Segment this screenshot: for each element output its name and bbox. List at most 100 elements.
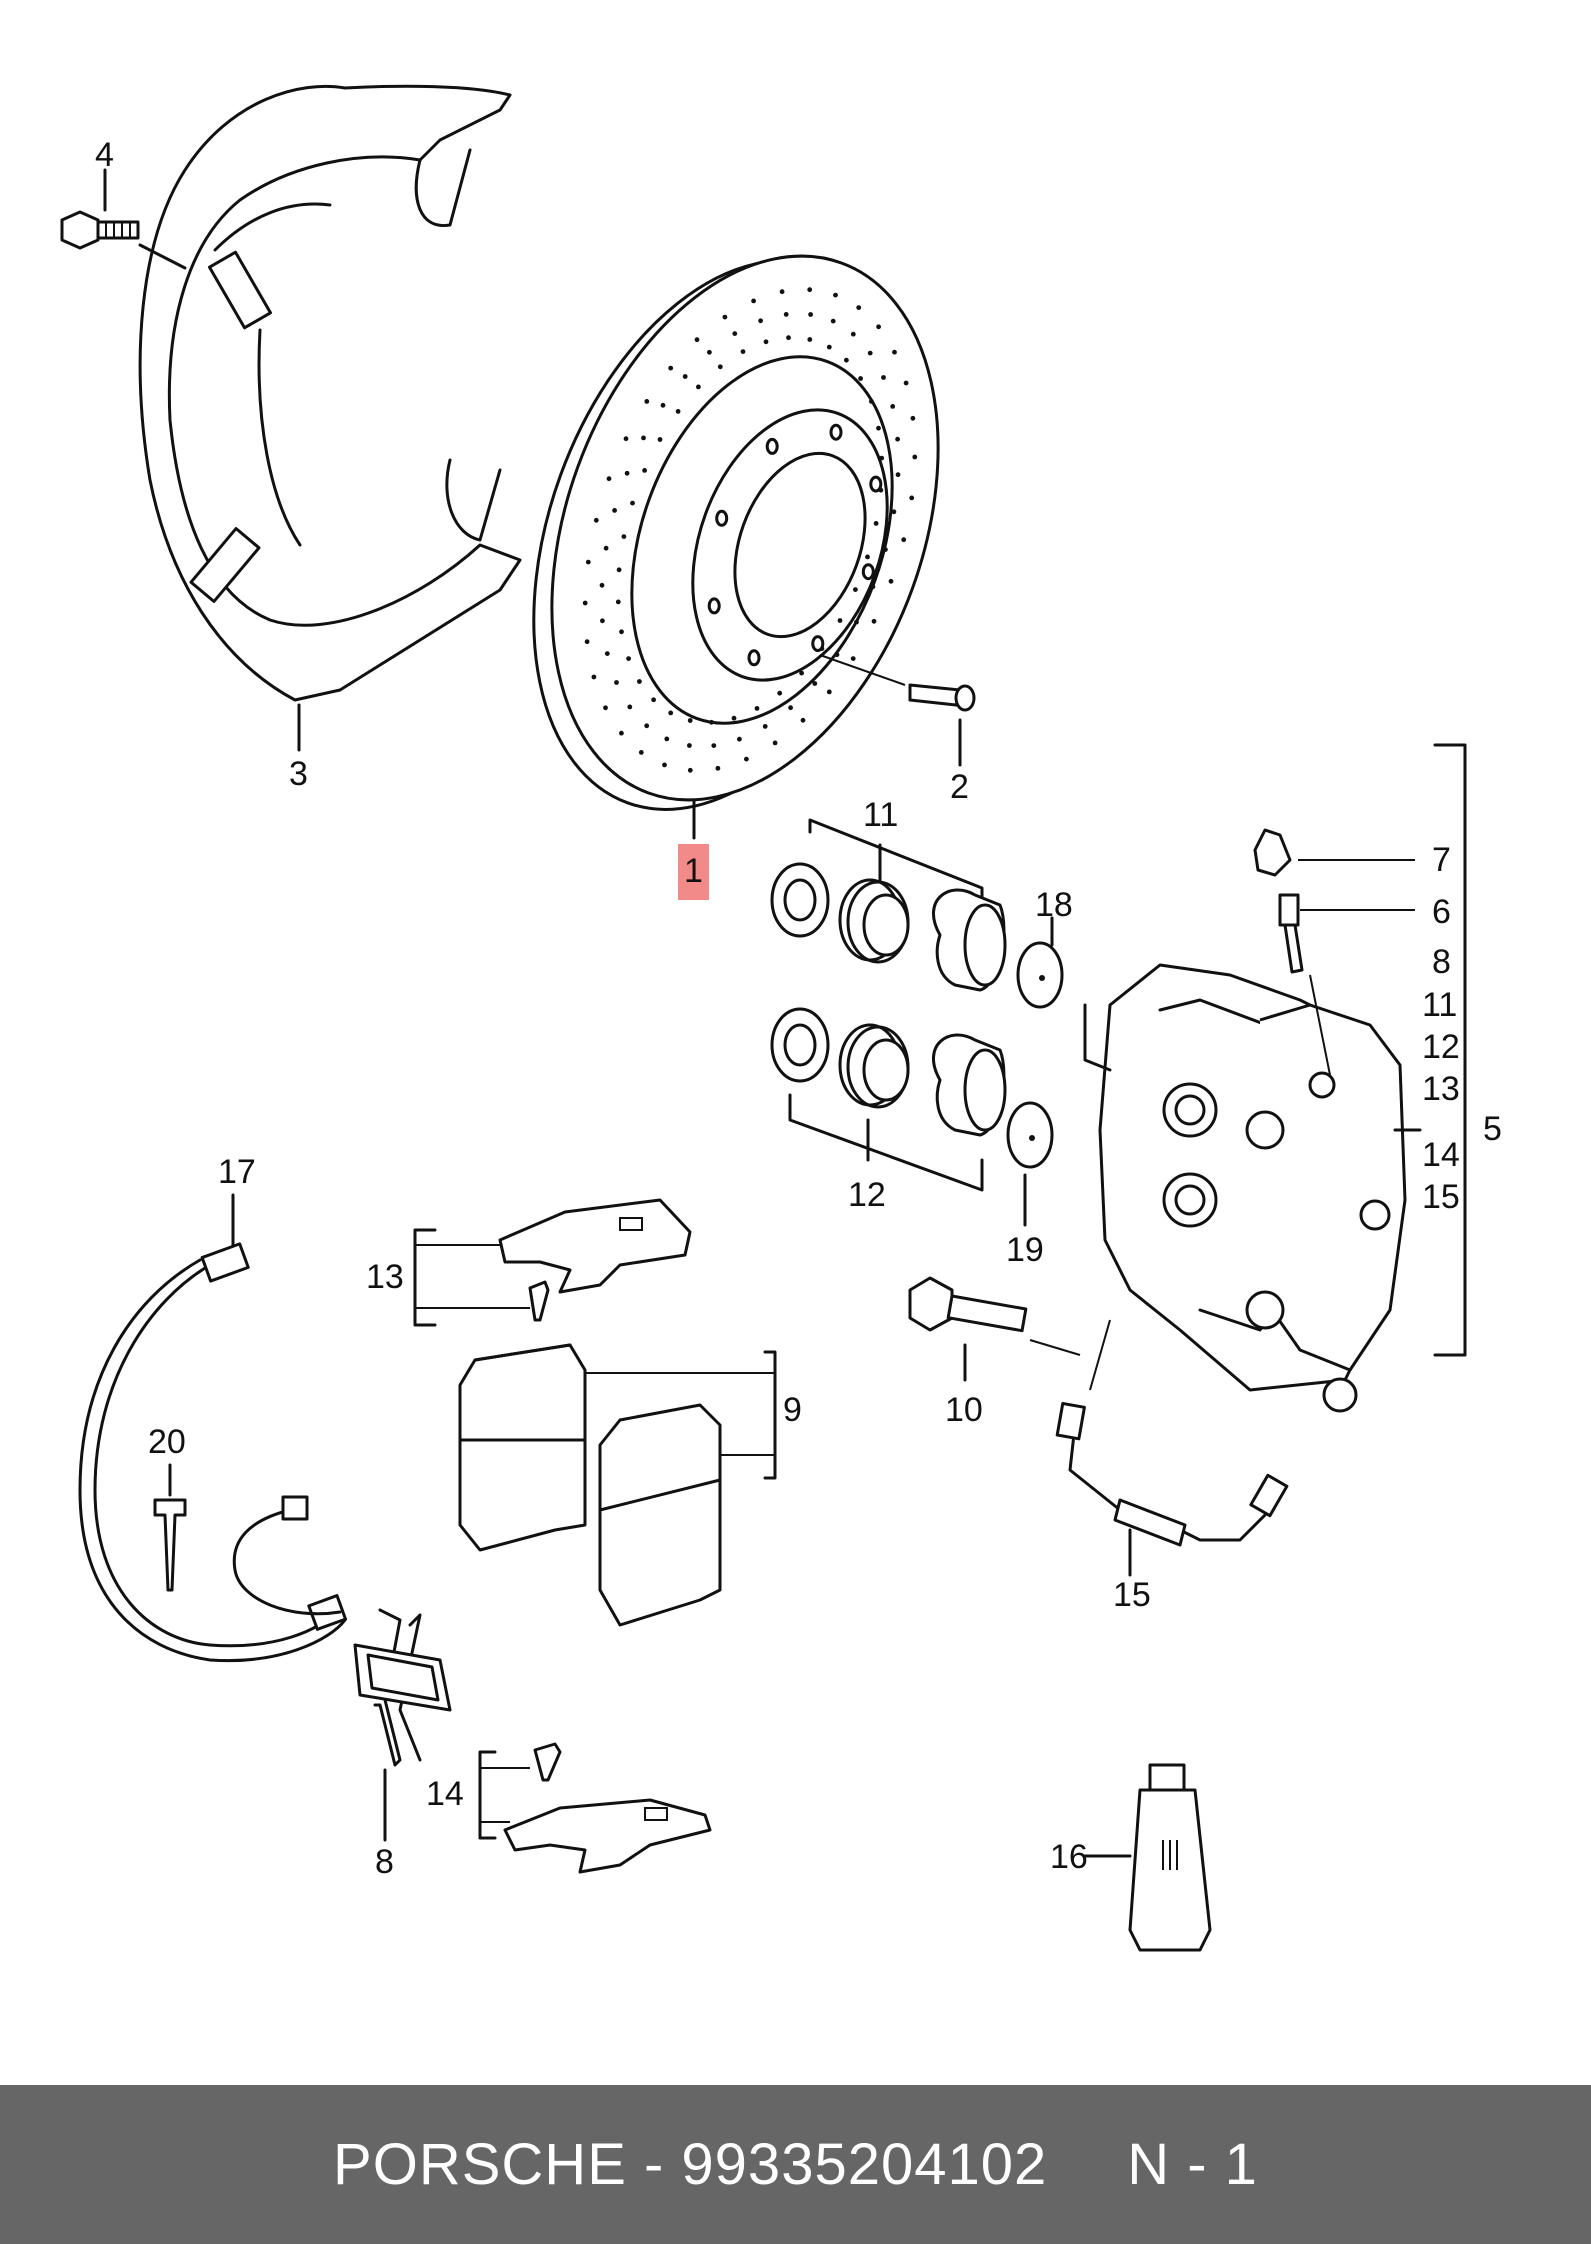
- drill-hole: [696, 384, 701, 390]
- dust-shield-part: [138, 84, 522, 752]
- drill-hole: [638, 750, 644, 755]
- footer-bar: PORSCHE - 99335204102 N - 1: [0, 2085, 1591, 2244]
- drill-hole: [799, 670, 804, 676]
- drill-hole: [891, 509, 897, 515]
- callout-14: 14: [426, 1775, 464, 1813]
- drill-hole: [687, 743, 692, 748]
- drill-hole: [709, 719, 714, 725]
- drill-hole: [600, 618, 605, 624]
- hub-bolt-hole: [707, 597, 721, 615]
- callout-1: 1: [678, 844, 709, 900]
- piston-seal-set-11: [770, 818, 1064, 1009]
- callout-11-caliper-group: 11: [1422, 986, 1458, 1024]
- drill-hole: [593, 517, 599, 523]
- bleeder-cap-part-7: [1253, 828, 1415, 877]
- drill-hole: [642, 468, 647, 473]
- drill-hole: [892, 349, 897, 355]
- drill-hole: [591, 674, 597, 680]
- drill-hole: [619, 730, 624, 736]
- drill-hole: [627, 704, 633, 710]
- callout-12: 12: [848, 1176, 886, 1214]
- callout-3: 3: [289, 755, 308, 793]
- drill-hole: [668, 710, 674, 716]
- drill-hole: [682, 374, 688, 379]
- drill-hole: [626, 656, 631, 661]
- drill-hole: [873, 521, 879, 526]
- drill-hole: [584, 639, 590, 645]
- drill-hole: [599, 582, 605, 588]
- drill-hole: [744, 756, 749, 762]
- drill-hole: [834, 652, 840, 658]
- drill-hole: [687, 767, 693, 773]
- callout-8-caliper-group: 8: [1432, 943, 1451, 981]
- drill-hole: [585, 559, 591, 565]
- exploded-brake-drawing: [60, 84, 1467, 1952]
- sensor-clip-part-20: [153, 1463, 342, 1616]
- drill-hole: [786, 335, 791, 341]
- drill-hole: [788, 705, 793, 711]
- drill-hole: [762, 724, 768, 729]
- callout-7: 7: [1432, 841, 1451, 879]
- callout-12-caliper-group: 12: [1422, 1028, 1460, 1066]
- callout-4: 4: [95, 136, 114, 174]
- drill-hole: [867, 350, 873, 356]
- brake-line-part-15: [1055, 1319, 1289, 1577]
- drill-hole: [871, 618, 877, 624]
- callout-19: 19: [1006, 1231, 1044, 1269]
- drill-hole: [641, 435, 646, 441]
- drill-hole: [604, 651, 610, 656]
- hub-bolt-hole: [765, 437, 779, 455]
- callout-11: 11: [863, 796, 899, 834]
- callout-5: 5: [1483, 1110, 1502, 1148]
- hub-bolt-hole: [869, 475, 883, 493]
- drill-hole: [881, 375, 886, 380]
- callout-16: 16: [1050, 1838, 1088, 1876]
- spreader-spring-part-8: [353, 1608, 452, 1842]
- drill-hole: [615, 599, 621, 605]
- drill-hole: [910, 415, 916, 421]
- drill-hole: [731, 715, 737, 721]
- drill-hole: [694, 337, 700, 343]
- page-indicator: N - 1: [1127, 2132, 1258, 2197]
- piston-seal-set-12: [770, 1007, 1054, 1227]
- drill-hole: [711, 743, 717, 748]
- drill-hole: [901, 537, 907, 543]
- callout-2: 2: [950, 768, 969, 806]
- drill-hole: [614, 680, 619, 685]
- drill-hole: [826, 344, 832, 350]
- pad-plate-part-13: [413, 1198, 692, 1327]
- drill-hole: [619, 629, 624, 635]
- part-number-text: PORSCHE - 99335204102: [333, 2132, 1048, 2197]
- drill-hole: [883, 547, 888, 552]
- drill-hole: [812, 681, 818, 686]
- brake-disc-part: [532, 254, 940, 840]
- drill-hole: [722, 314, 728, 320]
- drill-hole: [582, 600, 588, 606]
- callout-15: 15: [1113, 1576, 1151, 1614]
- screw-part-2: [819, 654, 976, 767]
- callout-8: 8: [375, 1843, 394, 1881]
- drill-hole: [853, 587, 858, 592]
- caliper-bolt-part-10: [908, 1276, 1081, 1382]
- drill-hole: [808, 312, 813, 317]
- drill-hole: [758, 318, 763, 324]
- pad-plate-part-14: [478, 1742, 712, 1874]
- drill-hole: [754, 706, 760, 711]
- drill-hole: [837, 618, 843, 623]
- callout-14-caliper-group: 14: [1422, 1136, 1460, 1174]
- drill-hole: [664, 736, 670, 742]
- drill-hole: [644, 399, 650, 404]
- hub-bolt-hole: [811, 635, 825, 653]
- drill-hole: [876, 425, 881, 431]
- drill-hole: [621, 534, 627, 539]
- drill-hole: [630, 500, 635, 506]
- drill-hole: [660, 402, 666, 408]
- drill-hole: [717, 364, 723, 370]
- drill-hole: [807, 287, 813, 293]
- wear-sensor-part-17: [78, 1193, 348, 1663]
- callout-15-caliper-group: 15: [1422, 1178, 1460, 1216]
- drill-hole: [623, 436, 629, 442]
- drill-hole: [675, 409, 681, 414]
- drill-hole: [826, 689, 832, 695]
